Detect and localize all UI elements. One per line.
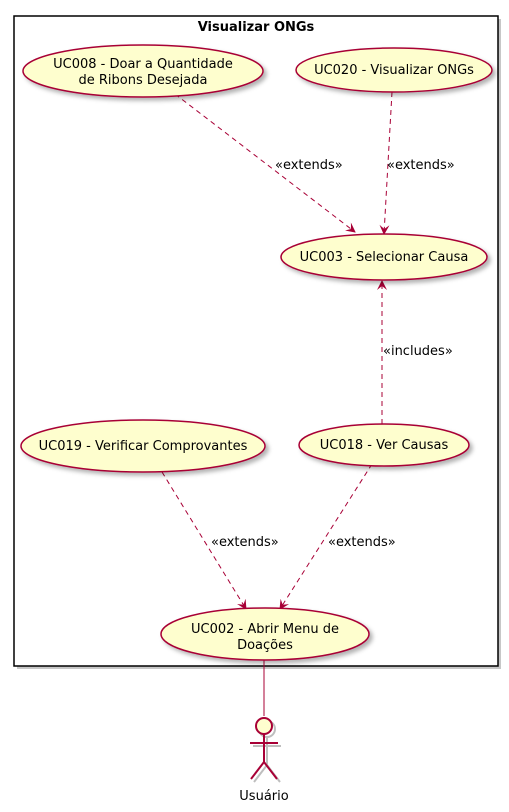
usecase-label: Doações [237, 638, 293, 653]
usecase-label: UC002 - Abrir Menu de [191, 622, 339, 637]
actor-usuario[interactable]: Usuário [239, 717, 289, 804]
actor-stick-figure-icon [250, 717, 281, 783]
usecase-uc003[interactable]: UC003 - Selecionar Causa [280, 233, 488, 281]
usecase-label: UC020 - Visualizar ONGs [314, 63, 474, 78]
usecase-label: UC003 - Selecionar Causa [300, 250, 469, 265]
relation-label: «includes» [383, 344, 453, 359]
usecase-uc008[interactable]: UC008 - Doar a Quantidade de Ribons Dese… [22, 44, 264, 98]
relation-label: «extends» [211, 535, 279, 550]
usecase-label: UC019 - Verificar Comprovantes [39, 439, 248, 454]
usecase-uc020[interactable]: UC020 - Visualizar ONGs [295, 47, 493, 93]
usecase-uc018[interactable]: UC018 - Ver Causas [298, 423, 470, 467]
usecase-uc002[interactable]: UC002 - Abrir Menu de Doações [160, 607, 370, 661]
usecase-uc019[interactable]: UC019 - Verificar Comprovantes [20, 419, 266, 473]
system-title: Visualizar ONGs [198, 20, 315, 35]
actor-label: Usuário [239, 789, 288, 804]
system-boundary: Visualizar ONGs [13, 15, 501, 669]
relation-label: «extends» [275, 158, 343, 173]
usecase-label: UC018 - Ver Causas [320, 438, 449, 453]
relation-uc018-uc003: «includes» [377, 280, 453, 424]
relation-uc019-uc002: «extends» [161, 471, 279, 610]
usecase-label: UC008 - Doar a Quantidade [53, 57, 233, 72]
usecase-label: de Ribons Desejada [79, 73, 208, 88]
relation-label: «extends» [387, 158, 455, 173]
relation-uc018-uc002: «extends» [279, 463, 396, 610]
relation-label: «extends» [328, 535, 396, 550]
relation-uc008-uc003: «extends» [174, 93, 356, 233]
relation-uc020-uc003: «extends» [379, 91, 455, 235]
